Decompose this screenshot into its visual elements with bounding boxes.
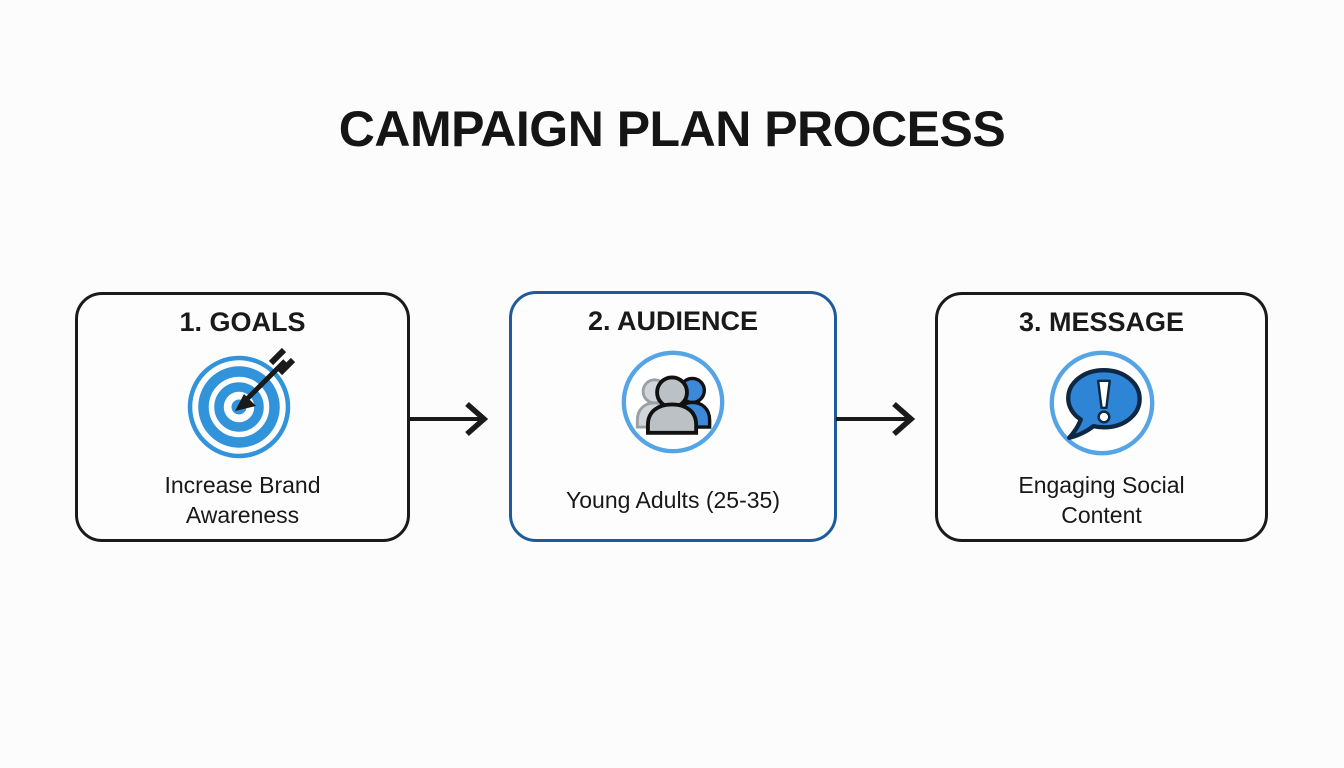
flow-arrow-icon — [836, 397, 920, 441]
step-heading: 1. GOALS — [179, 307, 306, 337]
step-box-goals: 1. GOALS Increase Brand Awareness — [75, 292, 410, 542]
audience-group-icon — [619, 345, 727, 459]
flow-arrow-icon — [409, 397, 493, 441]
target-icon — [185, 346, 301, 460]
speech-bubble-exclamation-icon — [1046, 346, 1158, 460]
step-box-message: 3. MESSAGE Engaging Social Content — [935, 292, 1268, 542]
step-heading: 3. MESSAGE — [1018, 307, 1185, 337]
step-description: Increase Brand Awareness — [164, 472, 321, 528]
step-box-audience: 2. AUDIENCE Young Adults (25-35) — [509, 291, 837, 542]
step-heading: 2. AUDIENCE — [587, 306, 759, 336]
page-title: CAMPAIGN PLAN PROCESS — [338, 101, 1006, 157]
step-description: Young Adults (25-35) — [566, 487, 780, 513]
step-description: Engaging Social Content — [1018, 472, 1185, 528]
